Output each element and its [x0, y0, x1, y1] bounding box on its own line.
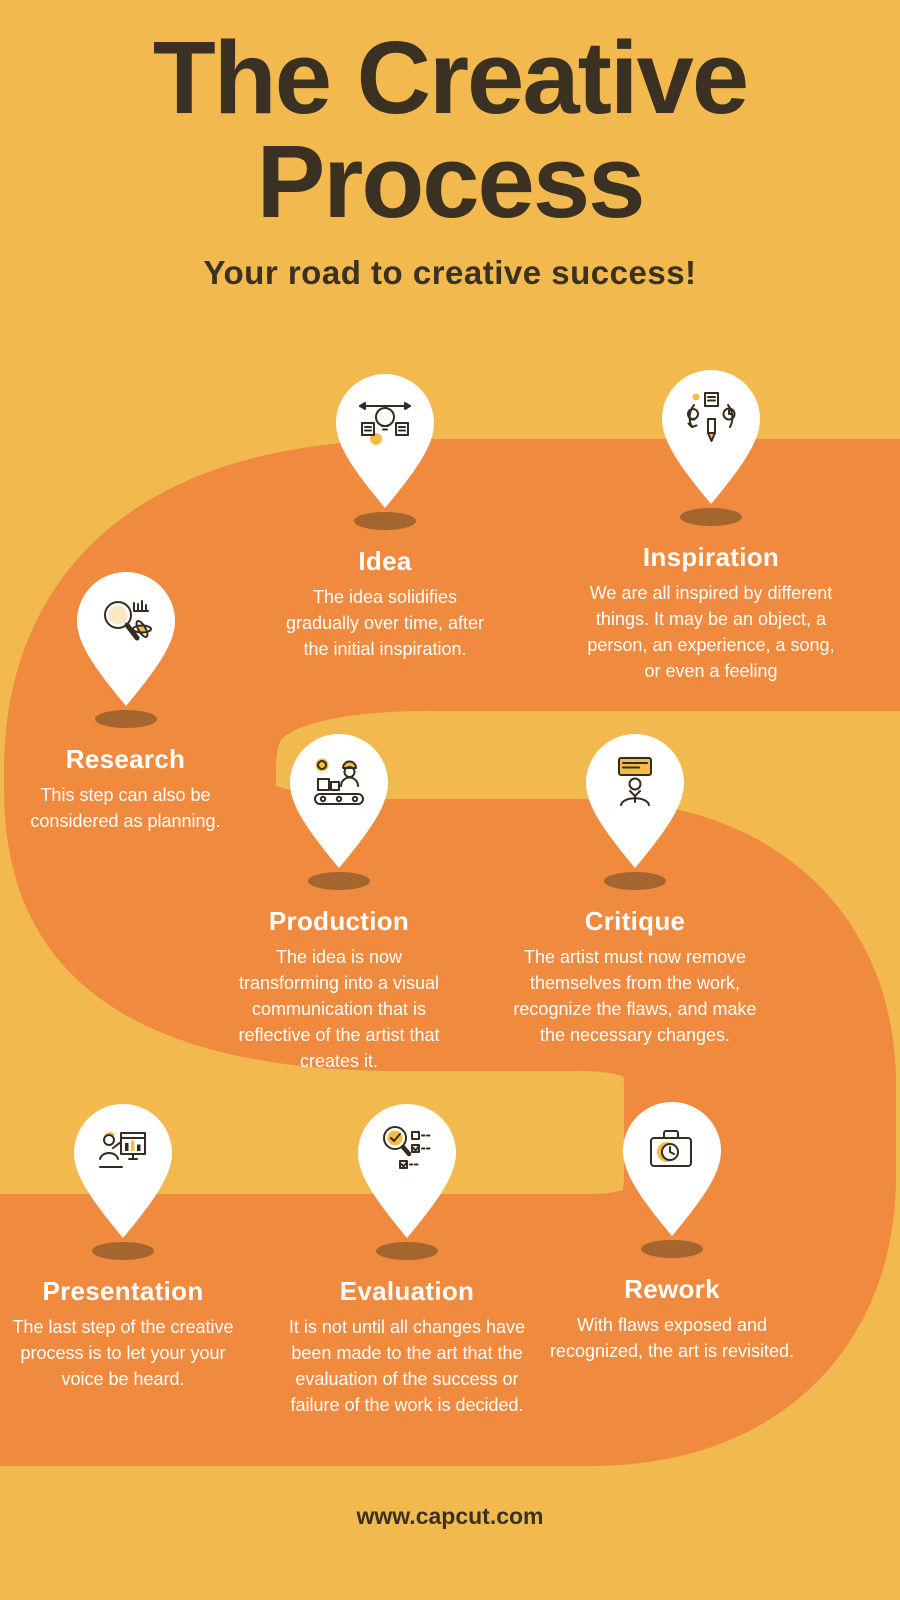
- page-title-line1: The Creative: [152, 20, 749, 135]
- step-production: Production The idea is now transforming …: [225, 732, 453, 1075]
- step-description: The idea solidifies gradually over time,…: [285, 587, 485, 659]
- map-pin: [71, 1102, 175, 1240]
- step-description: We are all inspired by different things.…: [587, 583, 835, 681]
- step-title: Idea: [358, 546, 412, 576]
- step-title: Research: [65, 744, 186, 774]
- step-description: The last step of the creative process is…: [12, 1317, 234, 1389]
- map-pin: [583, 732, 687, 870]
- step-research: Research This step can also be considere…: [8, 570, 243, 835]
- step-description: The artist must now remove themselves fr…: [513, 947, 757, 1045]
- step-idea: Idea The idea solidifies gradually over …: [275, 372, 495, 663]
- map-pin: [287, 732, 391, 870]
- step-description: With flaws exposed and recognized, the a…: [549, 1315, 795, 1361]
- map-pin: [74, 570, 178, 708]
- pin-shape: [336, 374, 434, 508]
- pin-shadow: [604, 872, 666, 890]
- map-pin: [355, 1102, 459, 1240]
- map-pin: [659, 368, 763, 506]
- page-subtitle: Your road to creative success!: [203, 254, 697, 292]
- header: The Creative Process Your road to creati…: [0, 20, 900, 292]
- idea-icon: [356, 393, 414, 456]
- step-evaluation: Evaluation It is not until all changes h…: [284, 1102, 530, 1419]
- step-title: Evaluation: [339, 1276, 475, 1306]
- production-icon: [310, 753, 368, 816]
- pin-shadow: [680, 508, 742, 526]
- pin-shadow: [92, 1242, 154, 1260]
- pin-shadow: [94, 710, 157, 728]
- page-title: The Creative Process: [0, 20, 900, 240]
- step-title: Inspiration: [642, 542, 780, 572]
- step-title: Critique: [584, 906, 686, 936]
- step-description: This step can also be considered as plan…: [30, 785, 221, 831]
- step-title: Rework: [624, 1274, 720, 1304]
- step-presentation: Presentation The last step of the creati…: [0, 1102, 246, 1393]
- step-description: The idea is now transforming into a visu…: [238, 947, 440, 1071]
- step-rework: Rework With flaws exposed and recognized…: [547, 1100, 797, 1365]
- presentation-icon: [94, 1123, 152, 1186]
- pin-shadow: [354, 512, 416, 530]
- pin-shadow: [308, 872, 370, 890]
- pin-shape: [358, 1104, 456, 1238]
- pin-shape: [623, 1102, 721, 1236]
- critique-icon: [606, 753, 664, 816]
- map-pin: [333, 372, 437, 510]
- step-critique: Critique The artist must now remove them…: [510, 732, 760, 1049]
- pin-shape: [74, 1104, 172, 1238]
- evaluation-icon: [378, 1123, 436, 1186]
- rework-icon: [643, 1121, 701, 1184]
- research-icon: [97, 591, 155, 654]
- pin-shape: [76, 572, 175, 706]
- step-inspiration: Inspiration We are all inspired by diffe…: [580, 368, 842, 685]
- step-description: It is not until all changes have been ma…: [288, 1317, 526, 1415]
- page-title-line2: Process: [256, 124, 646, 240]
- pin-shadow: [641, 1240, 703, 1258]
- step-title: Presentation: [42, 1276, 204, 1306]
- footer-url: www.capcut.com: [356, 1503, 544, 1529]
- map-pin: [620, 1100, 724, 1238]
- step-title: Production: [268, 906, 410, 936]
- inspiration-icon: [682, 389, 740, 452]
- pin-shadow: [376, 1242, 438, 1260]
